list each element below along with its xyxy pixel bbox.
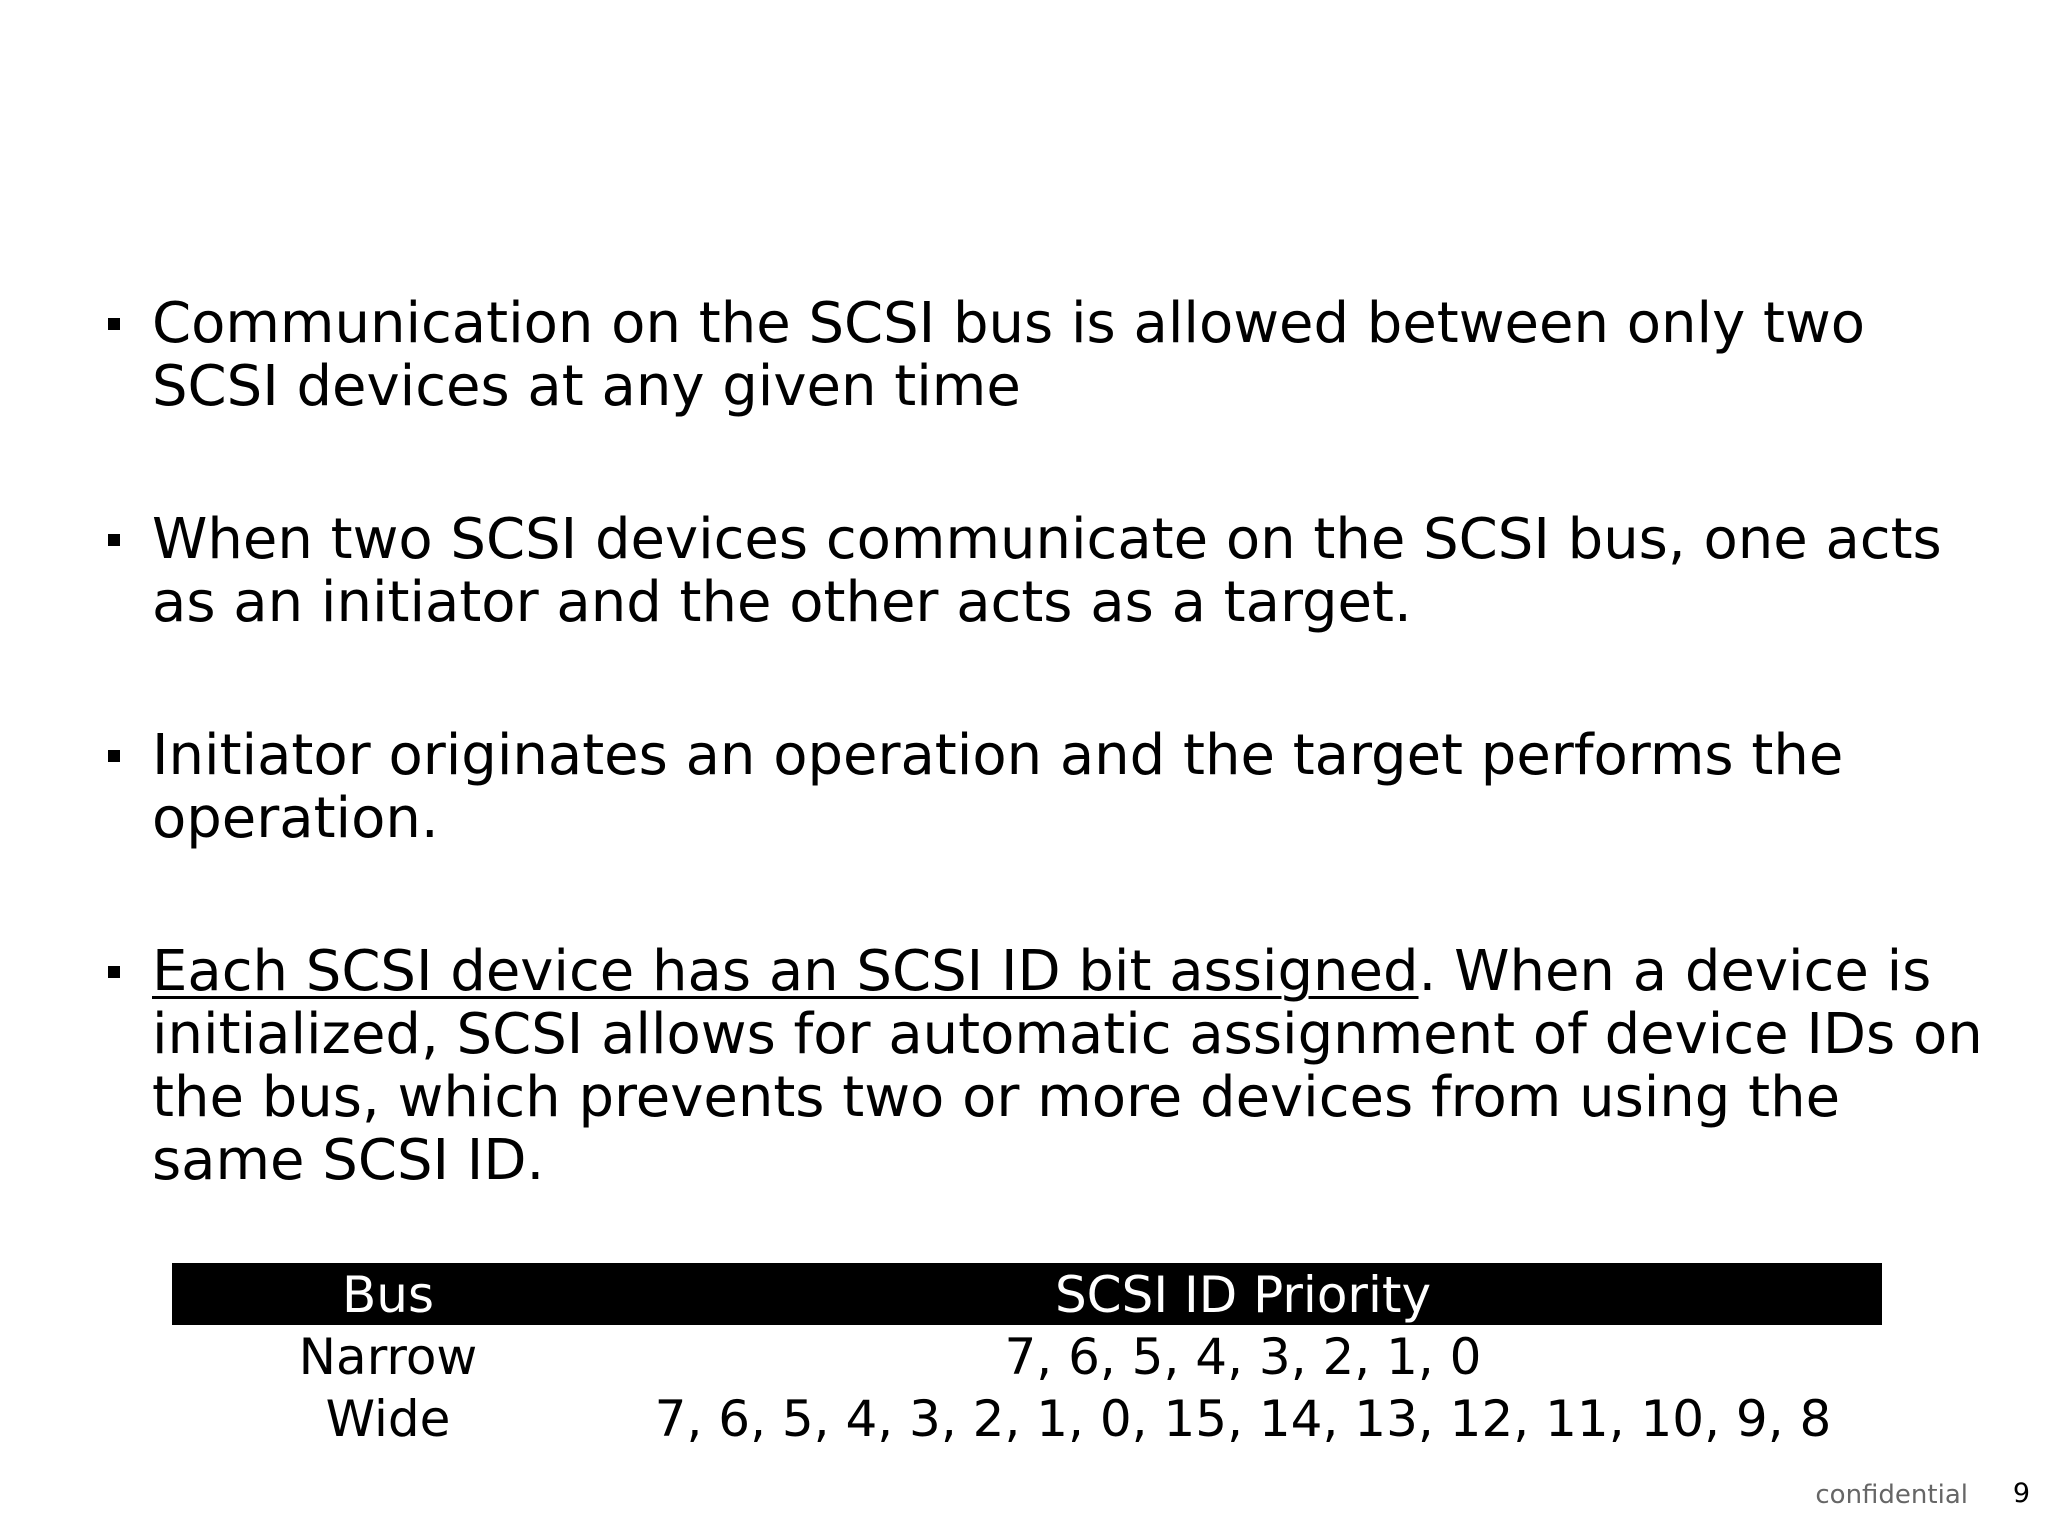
bullet-body-text: Communication on the SCSI bus is allowed… [152,291,1866,419]
square-bullet-icon [108,750,120,762]
bullet-body-text: . When a device is initialized, SCSI all… [152,939,1983,1193]
bus-cell: Narrow [298,1328,478,1386]
bullet-body-text: When two SCSI devices communicate on the… [152,507,1942,635]
bullet-text: Each SCSI device has an SCSI ID bit assi… [152,939,1983,1193]
bullet-text: Initiator originates an operation and th… [152,723,1843,851]
priority-cell: 7, 6, 5, 4, 3, 2, 1, 0, 15, 14, 13, 12, … [654,1390,1832,1448]
square-bullet-icon [108,318,120,330]
bullet-item: Communication on the SCSI bus is allowed… [104,292,1984,418]
bullet-underlined-text: Each SCSI device has an SCSI ID bit assi… [152,939,1419,1004]
bullet-text: Communication on the SCSI bus is allowed… [152,291,1865,419]
priority-cell: 7, 6, 5, 4, 3, 2, 1, 0 [1004,1328,1482,1386]
bullet-body-text: Initiator originates an operation and th… [152,723,1844,851]
square-bullet-icon [108,534,120,546]
table-row: Wide 7, 6, 5, 4, 3, 2, 1, 0, 15, 14, 13,… [172,1387,1882,1449]
square-bullet-icon [108,966,120,978]
bullet-list: Communication on the SCSI bus is allowed… [104,292,1984,1282]
scsi-id-priority-table: Bus SCSI ID Priority Narrow 7, 6, 5, 4, … [172,1263,1882,1449]
bullet-item: When two SCSI devices communicate on the… [104,508,1984,634]
bullet-text: When two SCSI devices communicate on the… [152,507,1942,635]
table-header-row: Bus SCSI ID Priority [172,1263,1882,1325]
column-header-scsi-id-priority: SCSI ID Priority [604,1263,1882,1325]
bullet-item: Each SCSI device has an SCSI ID bit assi… [104,940,1984,1192]
column-header-bus: Bus [172,1263,604,1325]
confidential-label: confidential [1815,1480,1968,1510]
bus-cell: Wide [325,1390,451,1448]
table-row: Narrow 7, 6, 5, 4, 3, 2, 1, 0 [172,1325,1882,1387]
page-number: 9 [2012,1478,2030,1509]
bullet-item: Initiator originates an operation and th… [104,724,1984,850]
